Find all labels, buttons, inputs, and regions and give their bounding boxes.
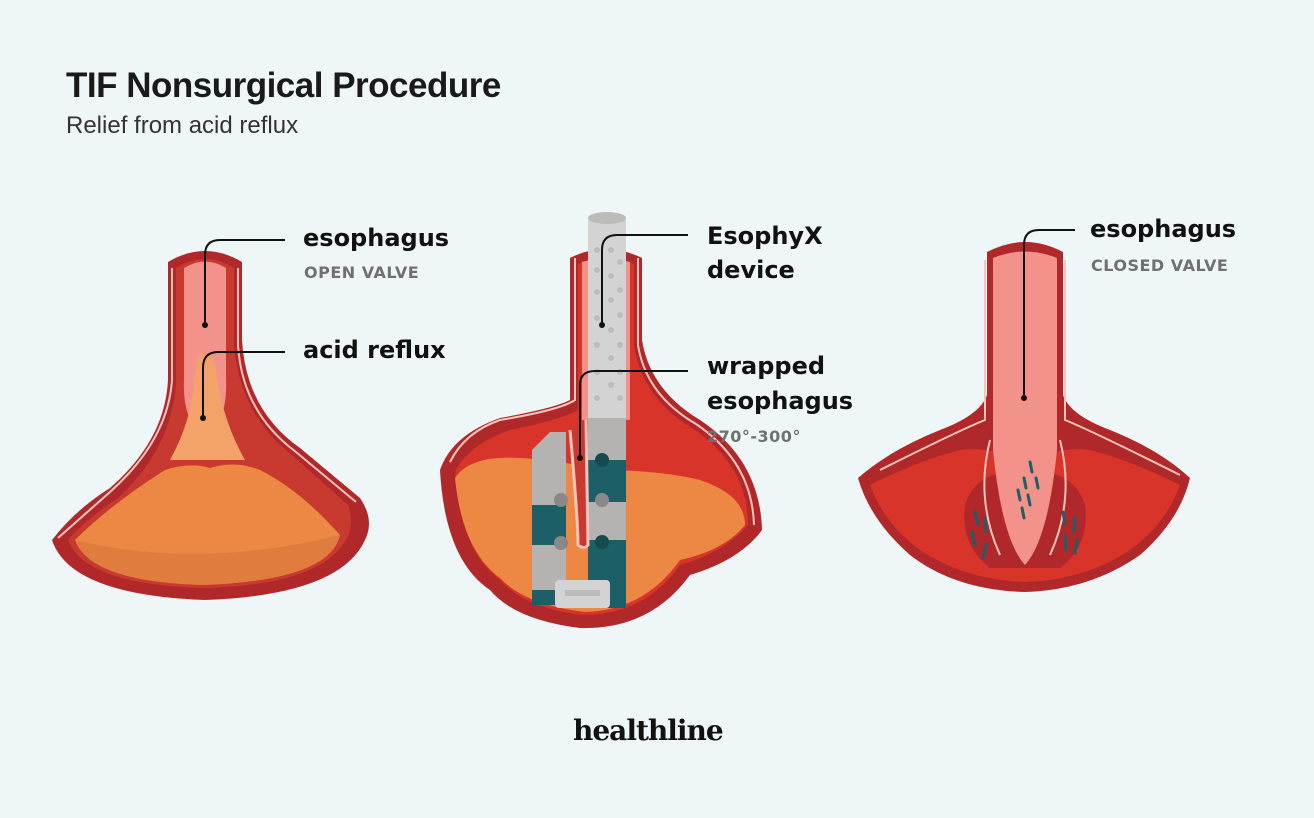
acid-in-esophagus [170, 354, 245, 460]
open-valve-illustration [52, 251, 369, 600]
acid-reflux-leader-line [202, 351, 285, 418]
wrapped-esophagus-leader-line [579, 370, 688, 458]
label-acid-reflux: acid reflux [303, 336, 446, 364]
label-open-valve: OPEN VALVE [304, 263, 420, 282]
page-title: TIF Nonsurgical Procedure [66, 66, 501, 105]
fasteners [970, 460, 1079, 560]
shaft-dots [594, 247, 623, 401]
page-subtitle: Relief from acid reflux [66, 112, 299, 139]
label-wrapped-line1: wrapped [707, 352, 826, 380]
closed-valve-illustration [858, 242, 1190, 592]
procedure-illustration [440, 212, 762, 629]
closed-esophagus-leader-line [1023, 229, 1075, 398]
esophyx-shaft [588, 218, 626, 418]
label-esophyx-line1: EsophyX [707, 222, 823, 250]
label-esophagus-closed: esophagus [1090, 215, 1237, 243]
label-wrapped-line2: esophagus [707, 387, 854, 415]
label-esophyx-line2: device [707, 256, 795, 284]
label-esophagus-open: esophagus [303, 224, 450, 252]
esophagus-lumen [993, 251, 1057, 565]
label-closed-valve: CLOSED VALVE [1091, 256, 1229, 275]
label-wrap-degrees: 270°-300° [707, 427, 801, 446]
esophyx-leader-line [601, 234, 688, 325]
wrapped-tissue [568, 419, 590, 549]
healthline-logo: healthline [573, 714, 724, 747]
esophagus-leader-line [204, 239, 285, 325]
